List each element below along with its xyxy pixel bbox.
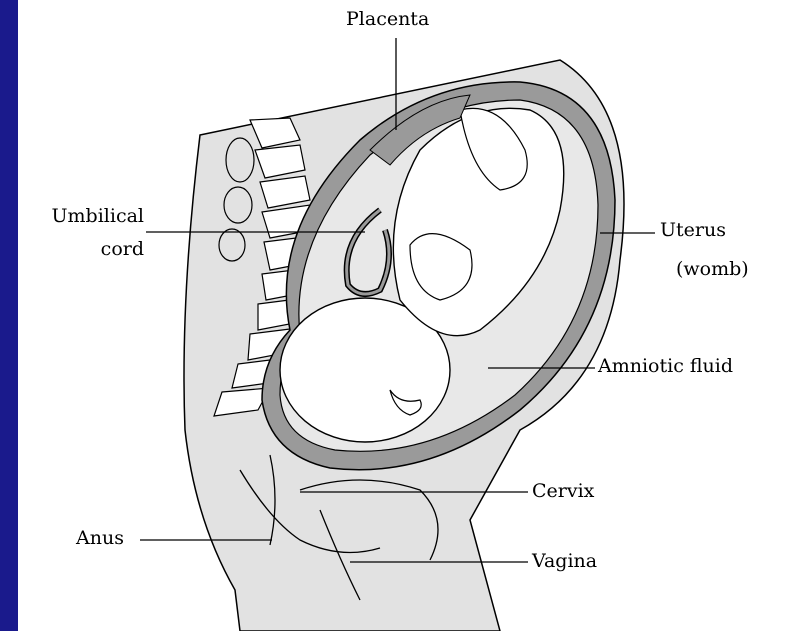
label-umbilical-line1: Umbilical [22, 205, 144, 228]
label-vagina: Vagina [532, 550, 597, 573]
label-anus: Anus [76, 527, 124, 550]
label-cervix: Cervix [532, 480, 594, 503]
label-uterus-line2: (womb) [676, 258, 749, 281]
label-umbilical-line2: cord [22, 238, 144, 261]
label-amniotic-fluid: Amniotic fluid [598, 355, 733, 378]
label-placenta: Placenta [346, 8, 429, 31]
label-uterus-line1: Uterus [660, 219, 726, 242]
